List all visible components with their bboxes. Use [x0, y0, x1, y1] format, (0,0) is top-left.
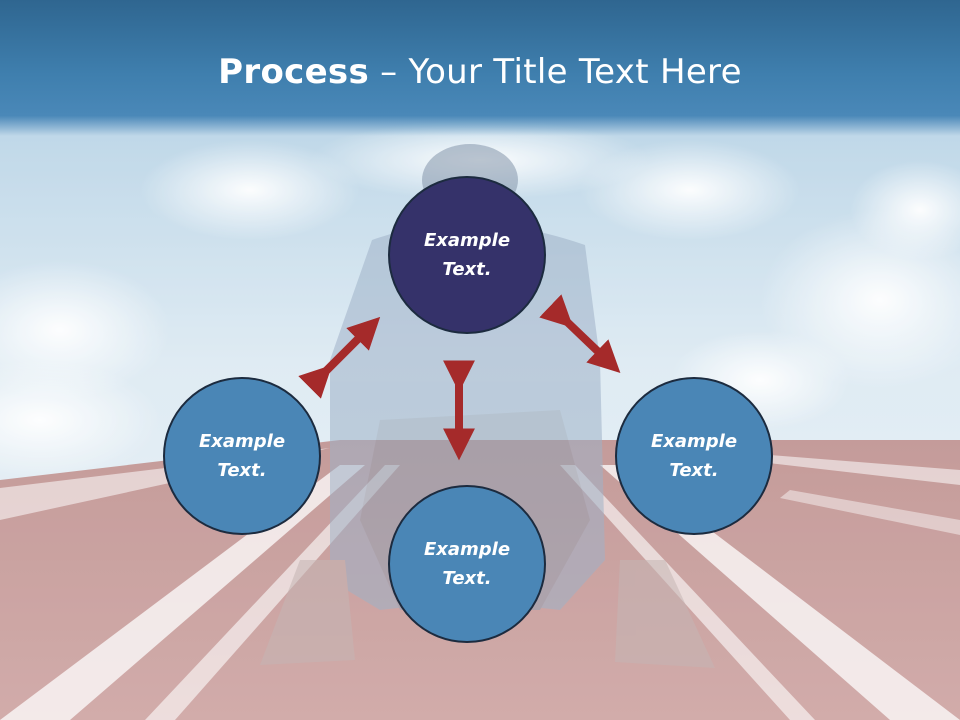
slide-title: Process – Your Title Text Here	[0, 52, 960, 92]
node-right-line2: Text.	[669, 460, 719, 481]
double-arrow-icon	[298, 316, 381, 399]
clouds	[0, 120, 960, 480]
node-bottom-line2: Text.	[442, 568, 492, 589]
title-rest: – Your Title Text Here	[369, 52, 742, 92]
node-top-line2: Text.	[442, 259, 492, 280]
node-left-line2: Text.	[217, 460, 267, 481]
title-bold: Process	[218, 52, 370, 92]
node-top-line1: Example	[423, 230, 511, 251]
node-bottom-line1: Example	[423, 539, 511, 560]
double-arrow-icon	[539, 294, 621, 373]
node-left-line1: Example	[198, 431, 286, 452]
node-right-line1: Example	[650, 431, 738, 452]
title-bar	[0, 0, 960, 136]
